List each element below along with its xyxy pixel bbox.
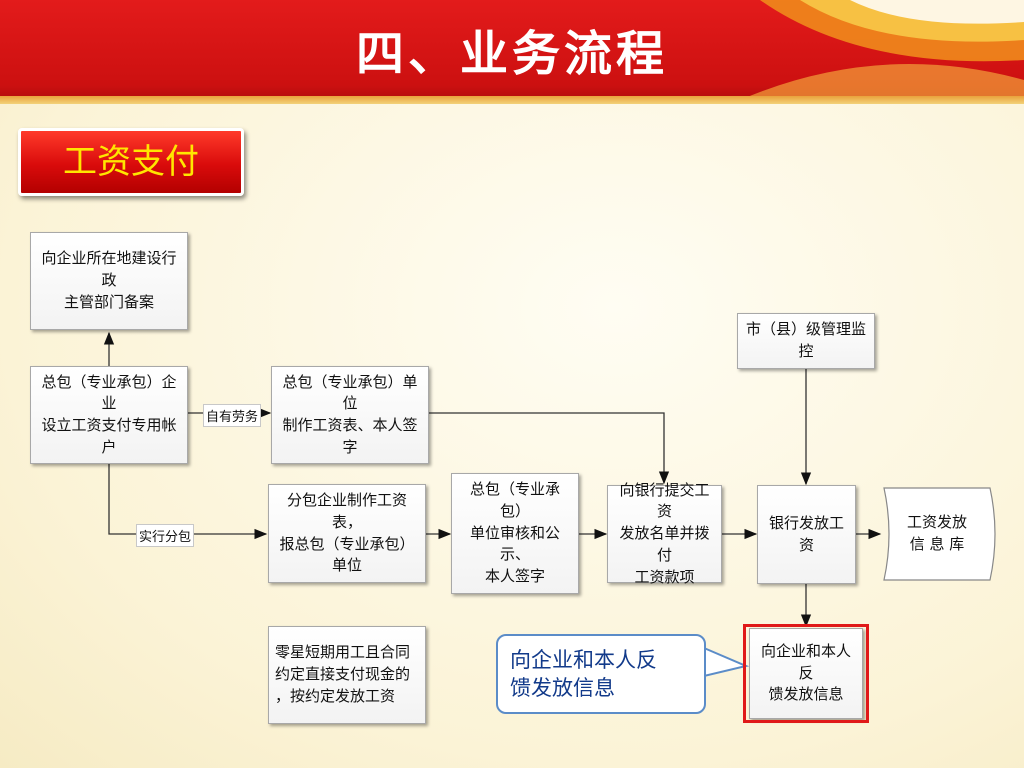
node-subcontractor-payroll: 分包企业制作工资表， 报总包（专业承包） 单位 xyxy=(268,484,426,583)
page-title: 四、业务流程 xyxy=(355,26,668,82)
callout-pointer xyxy=(703,646,750,678)
edge-label-own-labor: 自有劳务 xyxy=(203,404,262,427)
header-swoosh-decoration xyxy=(740,0,1024,100)
edge-label-subcontract: 实行分包 xyxy=(136,524,195,547)
feedback-highlight-frame xyxy=(743,624,869,723)
header-banner: 四、业务流程 xyxy=(0,0,1024,100)
node-open-payroll-account: 总包（专业承包）企业 设立工资支付专用帐户 xyxy=(30,366,188,464)
node-prepare-payroll: 总包（专业承包）单位 制作工资表、本人签字 xyxy=(271,366,429,464)
node-feedback-info: 向企业和本人反 馈发放信息 xyxy=(749,628,863,719)
node-wage-database: 工资发放 信 息 库 xyxy=(906,513,967,553)
feedback-callout: 向企业和本人反 馈发放信息 xyxy=(496,634,706,714)
node-review-and-publicize: 总包（专业承包） 单位审核和公示、 本人签字 xyxy=(451,473,579,594)
header-rule xyxy=(0,96,1024,104)
database-shape xyxy=(883,487,996,581)
edge-account-to-subpayroll xyxy=(108,464,268,540)
node-submit-to-bank: 向银行提交工资 发放名单并拨付 工资款项 xyxy=(607,481,722,586)
node-register-filing: 向企业所在地建设行政 主管部门备案 xyxy=(30,232,188,330)
node-bank-pays-wages: 银行发放工资 xyxy=(757,485,856,584)
section-badge: 工资支付 xyxy=(18,128,244,196)
edge-payroll-to-bank-submit xyxy=(429,412,670,485)
node-city-monitoring: 市（县）级管理监控 xyxy=(737,313,875,369)
node-casual-cash-payment: 零星短期用工且合同 约定直接支付现金的 ，按约定发放工资 xyxy=(268,626,426,724)
